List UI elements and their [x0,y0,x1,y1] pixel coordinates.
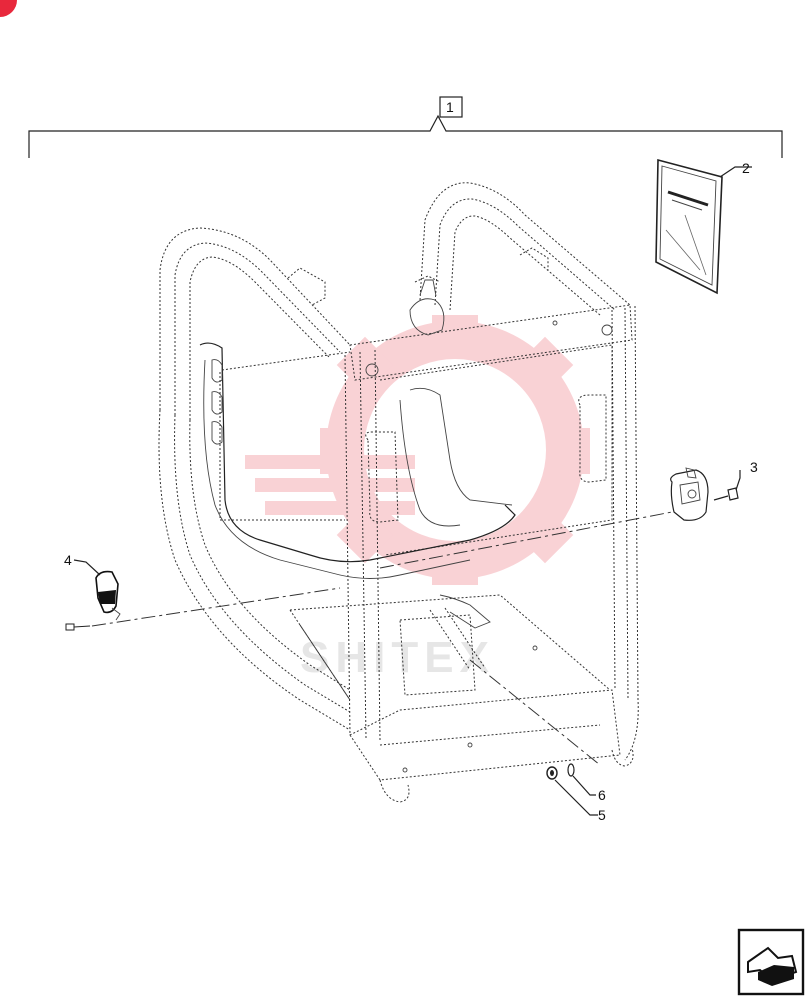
callout-4-label: 4 [64,552,72,568]
axis-line-floor [469,659,601,766]
callout-1-box: 1 [439,96,463,118]
washer-6 [567,763,575,777]
nut-5 [546,766,558,780]
callout-5-label: 5 [598,807,606,823]
bolt-4 [65,623,91,631]
left-latch-handle [95,570,121,621]
watermark-text: SHITEX [300,633,495,682]
callout-3-label: 3 [750,459,758,475]
watermark-gear-logo [245,315,590,585]
manual-booklet [655,158,723,295]
cab-frame [158,182,639,803]
callout-1-label: 1 [446,99,454,115]
seat-assembly [199,279,516,629]
bolt-3 [713,487,739,501]
callout-2-label: 2 [742,160,750,176]
assembly-bracket [28,114,783,158]
axis-line-left [91,587,341,627]
view-navigation-icon[interactable] [737,928,805,996]
callout-6-label: 6 [598,787,606,803]
corner-badge [0,0,17,17]
right-latch-bracket [670,467,709,521]
